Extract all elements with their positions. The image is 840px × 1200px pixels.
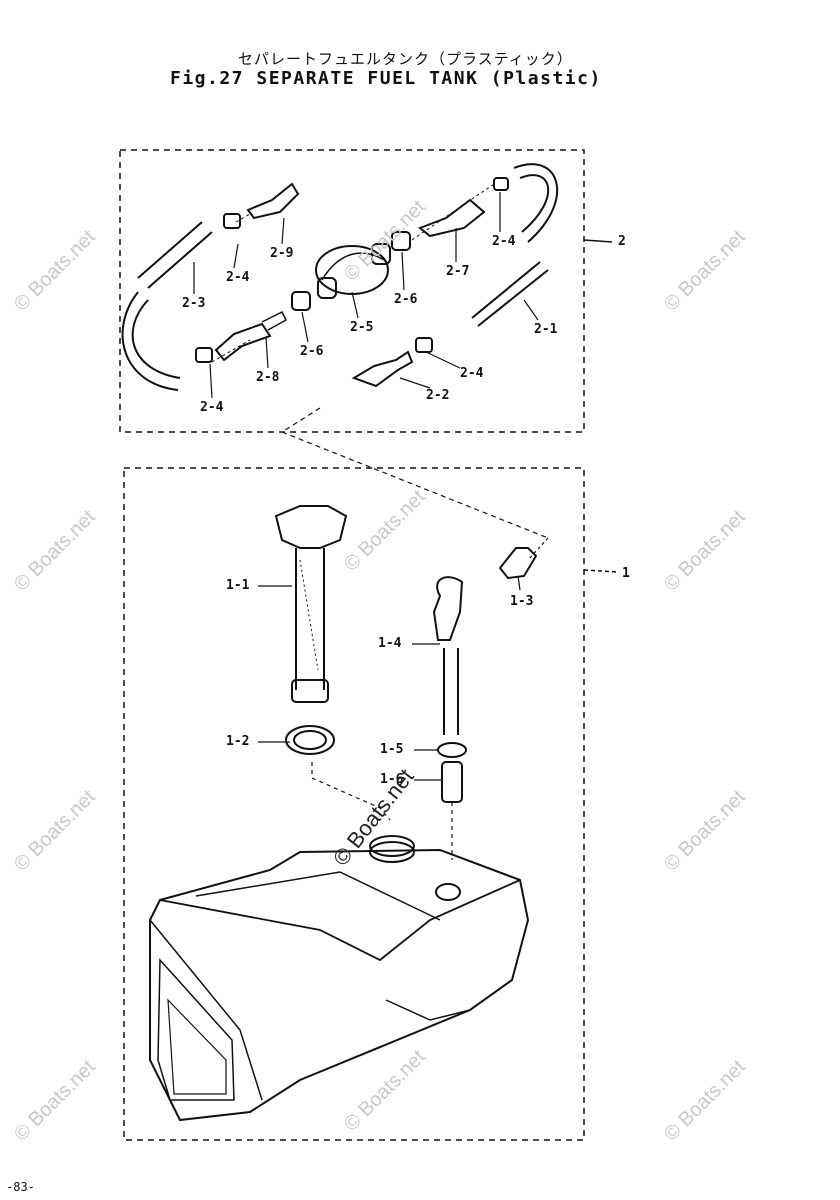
label-2-1: 2-1 (534, 322, 558, 337)
connector-2-8 (214, 322, 272, 362)
group2-box (119, 149, 585, 433)
label-2-4: 2-4 (200, 400, 224, 415)
pickup-elbow-1-4 (432, 576, 464, 641)
label-2-4: 2-4 (460, 366, 484, 381)
label-group-2: 2 (618, 234, 626, 249)
label-2-8: 2-8 (256, 370, 280, 385)
title-japanese: セパレートフュエルタンク（プラスティック） (238, 50, 573, 68)
label-2-2: 2-2 (426, 388, 450, 403)
figure-title: Fig.27 SEPARATE FUEL TANK (Plastic) (170, 68, 602, 89)
group1-box (123, 467, 585, 1141)
gasket-1-2 (285, 725, 335, 755)
label-1-3: 1-3 (510, 594, 534, 609)
label-2-9: 2-9 (270, 246, 294, 261)
label-1-1: 1-1 (226, 578, 250, 593)
label-group-1: 1 (622, 566, 630, 581)
label-2-7: 2-7 (446, 264, 470, 279)
label-1-2: 1-2 (226, 734, 250, 749)
check-valve-2-6 (291, 291, 311, 311)
page-number: -83- (6, 1180, 35, 1194)
label-2-6: 2-6 (300, 344, 324, 359)
label-2-6: 2-6 (394, 292, 418, 307)
hose-2-1 (513, 163, 558, 243)
hose-fitting-2-4 (223, 213, 241, 229)
label-1-5: 1-5 (380, 742, 404, 757)
connector-2-7 (418, 198, 486, 238)
fitting-1-3 (498, 547, 538, 580)
label-2-4: 2-4 (492, 234, 516, 249)
label-2-5: 2-5 (350, 320, 374, 335)
connector-2-2 (351, 350, 414, 388)
fuel-tank (149, 848, 530, 1122)
label-1-4: 1-4 (378, 636, 402, 651)
label-2-4: 2-4 (226, 270, 250, 285)
label-1-6: 1-6 (380, 772, 404, 787)
label-2-3: 2-3 (182, 296, 206, 311)
connector-2-9 (246, 182, 300, 220)
fuel-gauge-1-1 (274, 505, 348, 549)
hose-2-3 (137, 221, 213, 289)
